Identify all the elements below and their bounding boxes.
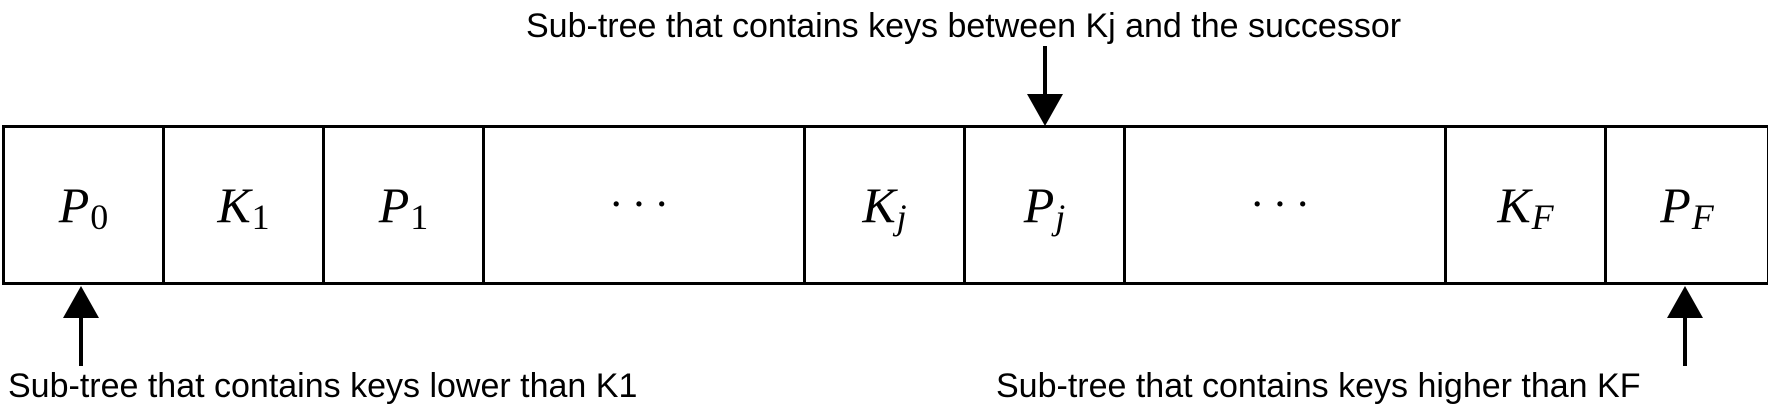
annotation-higher-keys: Sub-tree that contains keys higher than … [996, 367, 1641, 405]
cell-ellipsis-1: ··· [485, 128, 806, 282]
annotation-between-keys: Sub-tree that contains keys between Kj a… [526, 7, 1402, 45]
cell-ellipsis-2: ··· [1126, 128, 1447, 282]
arrow-to-p0 [63, 286, 99, 366]
annotation-lower-keys: Sub-tree that contains keys lower than K… [8, 367, 638, 405]
arrow-to-pj [1027, 46, 1063, 126]
arrow-to-pf [1667, 286, 1703, 366]
